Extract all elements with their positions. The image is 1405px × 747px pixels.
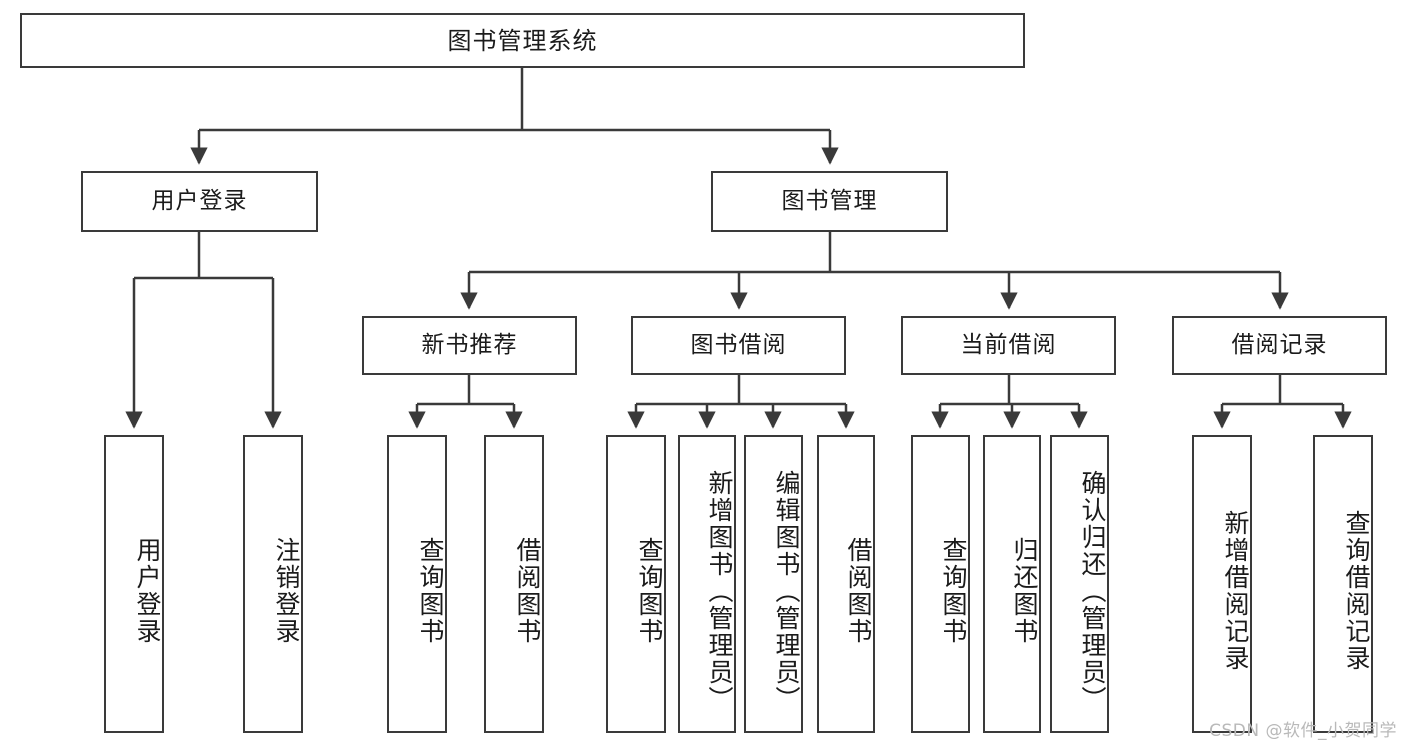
node-borrow-record[interactable]: 借阅记录 bbox=[1172, 316, 1387, 375]
node-label: 图书管理系统 bbox=[447, 26, 598, 55]
node-label: 新书推荐 bbox=[421, 332, 518, 358]
node-book-borrow[interactable]: 图书借阅 bbox=[631, 316, 846, 375]
node-label: 用户登录 bbox=[151, 188, 248, 214]
node-label: 借阅图书 bbox=[844, 537, 873, 645]
node-label: 新增借阅记录 bbox=[1221, 510, 1250, 672]
leaf-edit-book-admin[interactable]: 编辑图书（管理员） bbox=[744, 435, 803, 733]
leaf-query-book-recommend[interactable]: 查询图书 bbox=[387, 435, 447, 733]
node-label: 当前借阅 bbox=[960, 332, 1057, 358]
node-label: 查询图书 bbox=[939, 537, 968, 645]
node-label: 归还图书 bbox=[1010, 537, 1039, 645]
node-book-management[interactable]: 图书管理 bbox=[711, 171, 948, 232]
csdn-watermark: CSDN @软件_小贺同学 bbox=[1209, 721, 1397, 741]
leaf-confirm-return-admin[interactable]: 确认归还（管理员） bbox=[1050, 435, 1109, 733]
leaf-query-book-borrow[interactable]: 查询图书 bbox=[606, 435, 666, 733]
node-label: 图书借阅 bbox=[690, 332, 787, 358]
node-label: 查询图书 bbox=[416, 537, 445, 645]
node-label: 借阅记录 bbox=[1231, 332, 1328, 358]
leaf-query-borrow-record[interactable]: 查询借阅记录 bbox=[1313, 435, 1373, 733]
node-user-login[interactable]: 用户登录 bbox=[81, 171, 318, 232]
node-new-book-recommend[interactable]: 新书推荐 bbox=[362, 316, 577, 375]
leaf-borrow-book-recommend[interactable]: 借阅图书 bbox=[484, 435, 544, 733]
node-label: 用户登录 bbox=[133, 537, 162, 645]
leaf-return-book[interactable]: 归还图书 bbox=[983, 435, 1041, 733]
node-current-borrow[interactable]: 当前借阅 bbox=[901, 316, 1116, 375]
node-label: 确认归还（管理员） bbox=[1078, 469, 1107, 713]
node-label: 查询借阅记录 bbox=[1342, 510, 1371, 672]
leaf-query-book-current[interactable]: 查询图书 bbox=[911, 435, 970, 733]
node-label: 注销登录 bbox=[272, 537, 301, 645]
node-book-management-system[interactable]: 图书管理系统 bbox=[20, 13, 1025, 68]
node-label: 图书管理 bbox=[781, 188, 878, 214]
node-label: 编辑图书（管理员） bbox=[772, 469, 801, 713]
leaf-add-book-admin[interactable]: 新增图书（管理员） bbox=[678, 435, 736, 733]
leaf-borrow-book[interactable]: 借阅图书 bbox=[817, 435, 875, 733]
leaf-user-login[interactable]: 用户登录 bbox=[104, 435, 164, 733]
node-label: 借阅图书 bbox=[513, 537, 542, 645]
leaf-add-borrow-record[interactable]: 新增借阅记录 bbox=[1192, 435, 1252, 733]
leaf-logout-login[interactable]: 注销登录 bbox=[243, 435, 303, 733]
node-label: 新增图书（管理员） bbox=[705, 469, 734, 713]
node-label: 查询图书 bbox=[635, 537, 664, 645]
